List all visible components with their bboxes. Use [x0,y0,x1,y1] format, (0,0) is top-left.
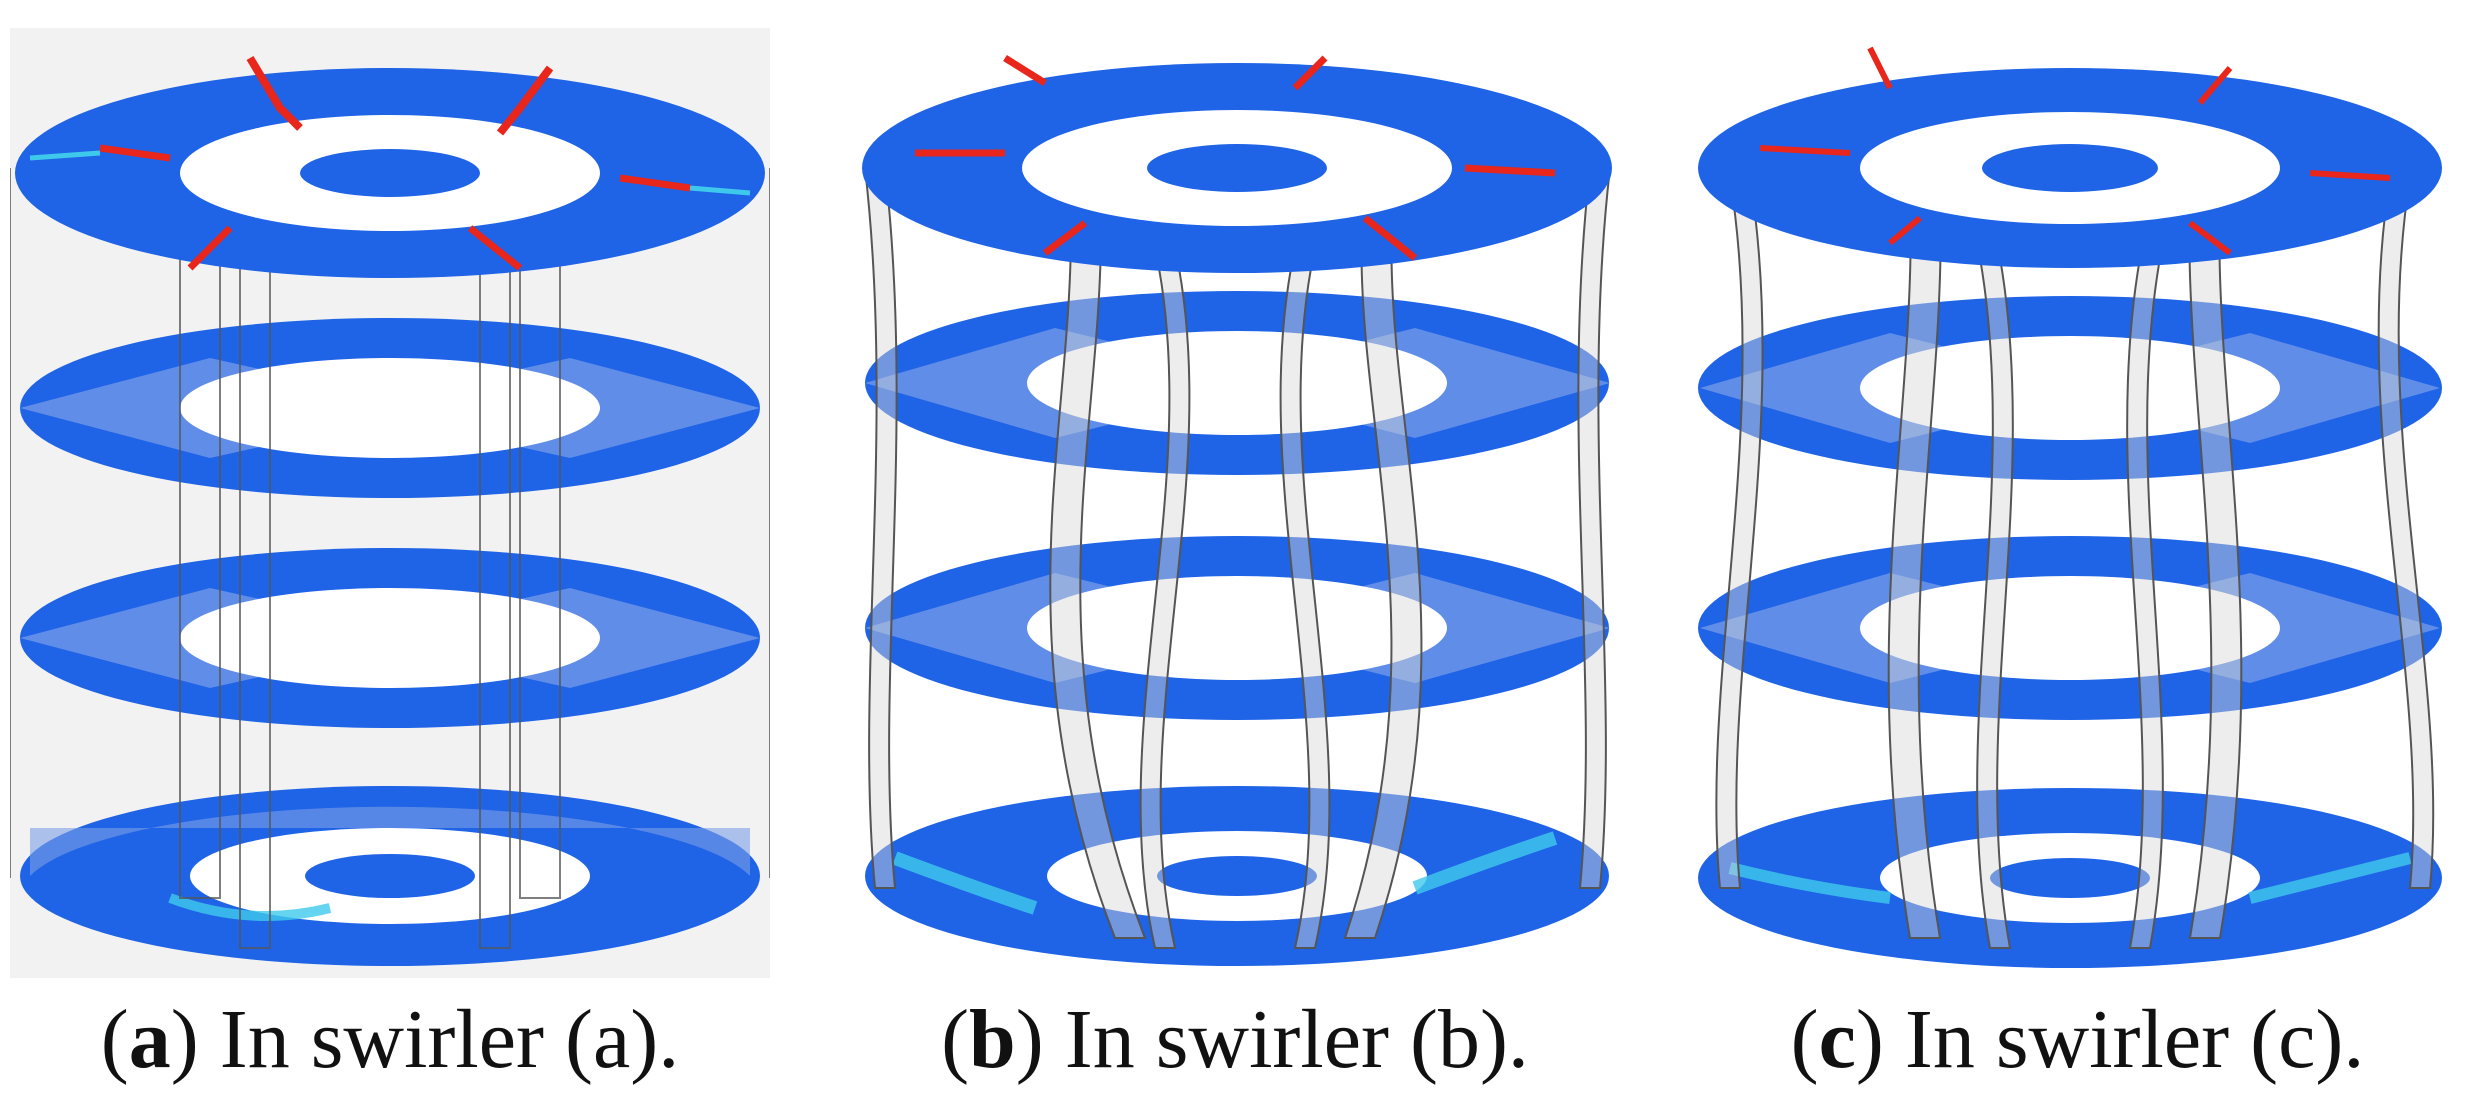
disk-bottom [20,786,760,966]
blades-twisted [1715,97,2435,949]
caption-c: (c) In swirler (c). [1790,993,2365,1086]
disk-top [862,55,1612,273]
disk-lower-middle [1698,536,2442,720]
disk-top [15,55,765,278]
disk-upper-middle [1698,296,2442,480]
caption-text-a: In swirler (a). [198,993,680,1086]
disk-upper-middle [865,291,1610,475]
cfd-contour-figure-a [10,28,770,978]
disk-top [1698,46,2442,268]
cfd-contour-figure-b [855,28,1620,978]
caption-b: (b) In swirler (b). [941,993,1529,1086]
caption-letter-c: c [1818,993,1856,1086]
swirler-a-graphic [10,28,770,978]
disk-upper-middle [20,318,760,498]
caption-text-c: In swirler (c). [1883,993,2365,1086]
disk-lower-middle [20,548,760,728]
disk-bottom [865,786,1609,966]
disk-bottom [1698,788,2442,968]
caption-a: (a) In swirler (a). [100,993,680,1086]
swirler-b-graphic [855,28,1620,978]
blades-twisted [863,97,1612,949]
swirler-c-graphic [1690,28,2450,978]
disk-lower-middle [865,536,1610,720]
cfd-contour-figure-c [1690,28,2450,978]
caption-letter-a: a [128,993,171,1086]
caption-letter-b: b [969,993,1016,1086]
caption-text-b: In swirler (b). [1043,993,1529,1086]
